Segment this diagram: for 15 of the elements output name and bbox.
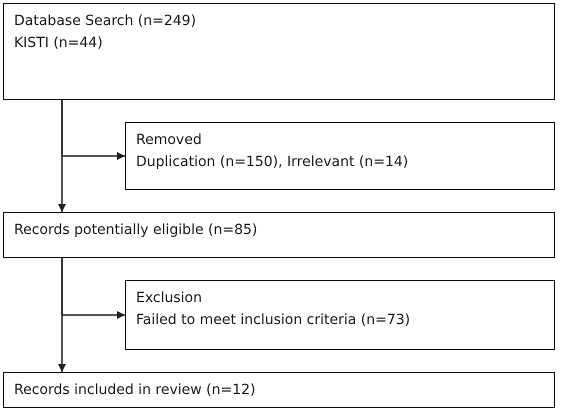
box-heading: Removed (136, 131, 203, 150)
box-heading: Database Search (n=249) (14, 12, 198, 31)
box-text: Records potentially eligible (n=85) (14, 221, 258, 240)
process-box (3, 372, 555, 408)
box-text: KISTI (n=44) (14, 34, 104, 53)
box-text: Records included in review (n=12) (14, 381, 256, 400)
process-box (3, 212, 555, 258)
box-text: Duplication (n=150), Irrelevant (n=14) (136, 153, 410, 172)
arrow (58, 100, 66, 212)
process-box (125, 280, 555, 350)
box-heading: Exclusion (136, 289, 203, 308)
process-box (125, 122, 555, 190)
process-box (3, 3, 555, 100)
box-text: Failed to meet inclusion criteria (n=73) (136, 311, 412, 330)
arrow (58, 258, 66, 372)
